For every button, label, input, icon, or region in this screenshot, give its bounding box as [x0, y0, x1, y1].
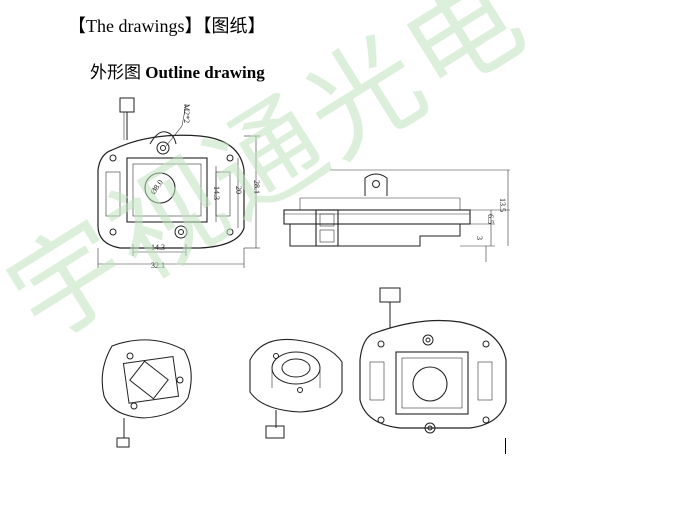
subheading-cn: 外形图: [90, 63, 141, 82]
dim-inner-height: 14.3: [212, 186, 221, 200]
subheading-en: Outline drawing: [145, 63, 265, 82]
hole-label: Ø8.0: [148, 178, 164, 196]
dim-height: 20: [234, 186, 243, 194]
drawings-heading: 【The drawings】【图纸】: [68, 16, 266, 36]
outline-drawing-title: 外形图 Outline drawing: [90, 58, 265, 83]
perspective-view-right: [359, 287, 507, 434]
dim-base: 3: [475, 236, 484, 240]
perspective-view-middle: [249, 338, 343, 439]
dim-mid: 6.5: [486, 214, 495, 224]
perspective-view-left: [101, 339, 192, 448]
screw-label: M2*2: [182, 104, 191, 123]
text-cursor: [505, 438, 506, 454]
dim-outer-height: 28.1: [252, 180, 261, 194]
side-view: 13.5 6.5 3: [283, 169, 510, 262]
dim-inner-width: 14.3: [151, 243, 165, 252]
front-view: Ø8.0 M2*2 14.3 20 28.1 14.3 32.1: [97, 97, 261, 270]
dim-total: 13.5: [498, 198, 507, 212]
dim-outer-width: 32.1: [151, 261, 165, 270]
